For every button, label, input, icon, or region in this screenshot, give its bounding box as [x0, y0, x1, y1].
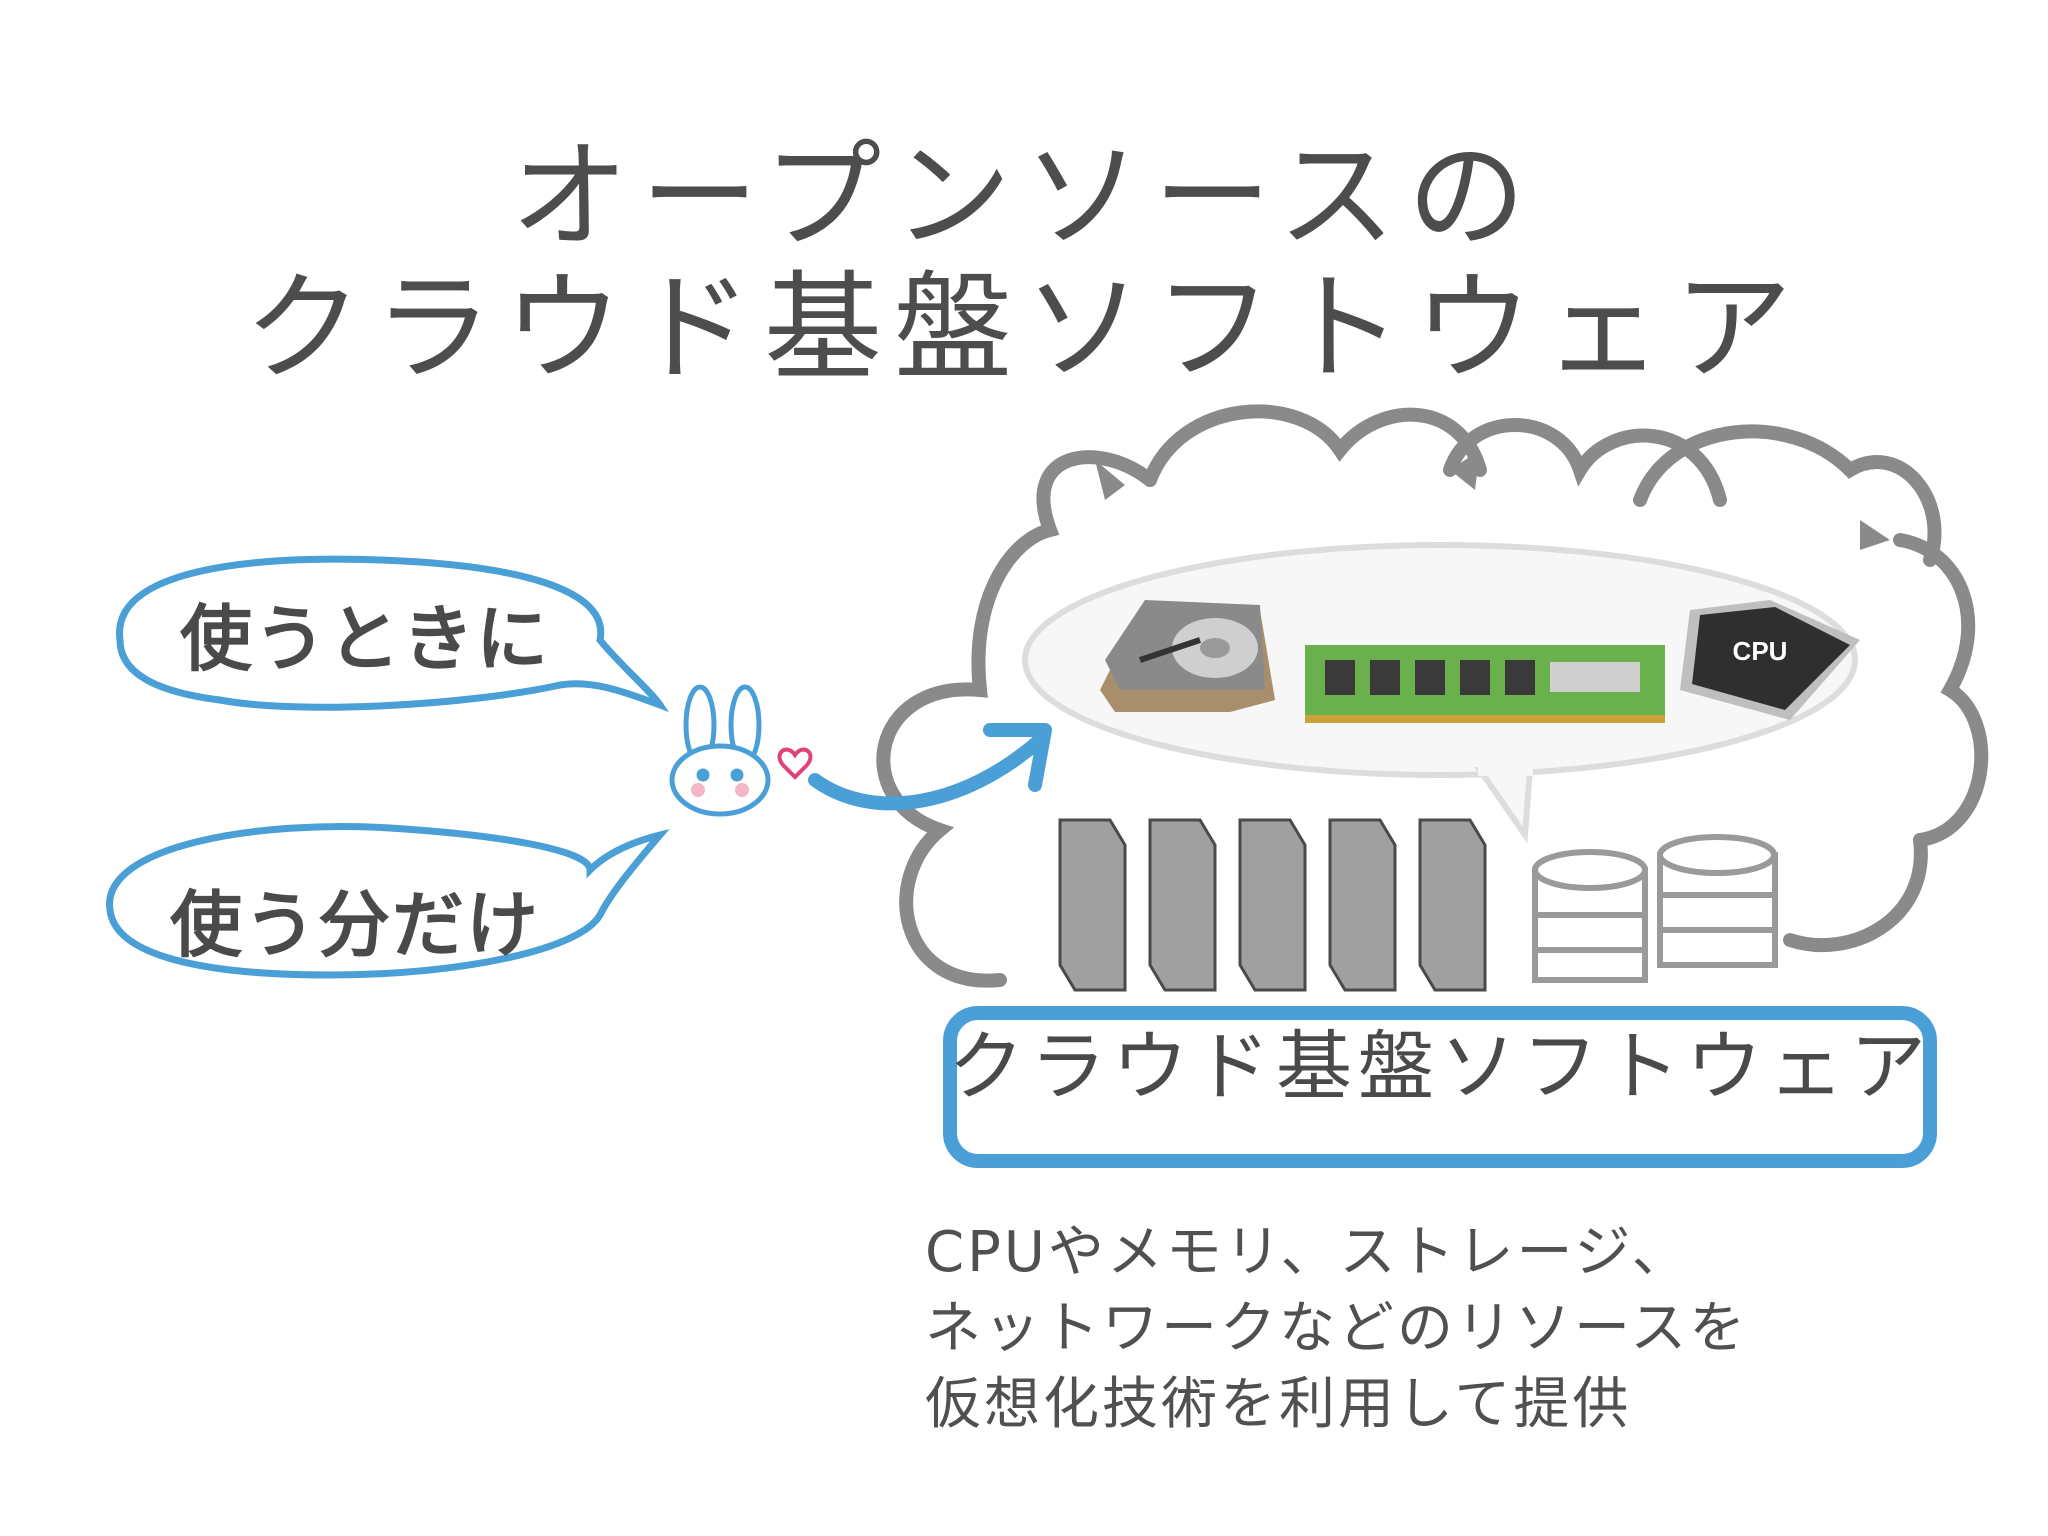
speech-bubble-2 — [106, 823, 670, 979]
bubble-text-only-amount: 使う分だけ — [170, 883, 541, 967]
speech-bubble-1 — [116, 555, 669, 713]
memory-module-icon — [1305, 645, 1665, 723]
software-box — [943, 1006, 1937, 1168]
cloud-outline — [876, 404, 1989, 988]
bubble-text-when-used: 使うときに — [180, 597, 551, 681]
heart-icon — [777, 747, 813, 780]
rabbit-icon — [669, 684, 771, 817]
title-line-2: クラウド基盤ソフトウェア — [243, 259, 1804, 397]
arrow-icon — [808, 723, 1052, 811]
cpu-chip-label: CPU — [1733, 636, 1788, 666]
description-line-1: CPUやメモリ、ストレージ、 — [925, 1220, 1691, 1285]
hard-disk-icon — [1100, 600, 1275, 712]
page-title: オープンソースの クラウド基盤ソフトウェア — [0, 130, 2048, 394]
title-line-1: オープンソースの — [510, 127, 1538, 265]
description-line-2: ネットワークなどのリソースを — [925, 1296, 1749, 1361]
cpu-chip-icon: CPU — [1680, 600, 1860, 720]
server-icon — [1058, 818, 1487, 992]
database-icon — [1532, 834, 1778, 983]
software-box-label: クラウド基盤ソフトウェア — [948, 1022, 1932, 1111]
description-line-3: 仮想化技術を利用して提供 — [925, 1372, 1632, 1437]
description: CPUやメモリ、ストレージ、 ネットワークなどのリソースを 仮想化技術を利用して… — [925, 1215, 1975, 1443]
